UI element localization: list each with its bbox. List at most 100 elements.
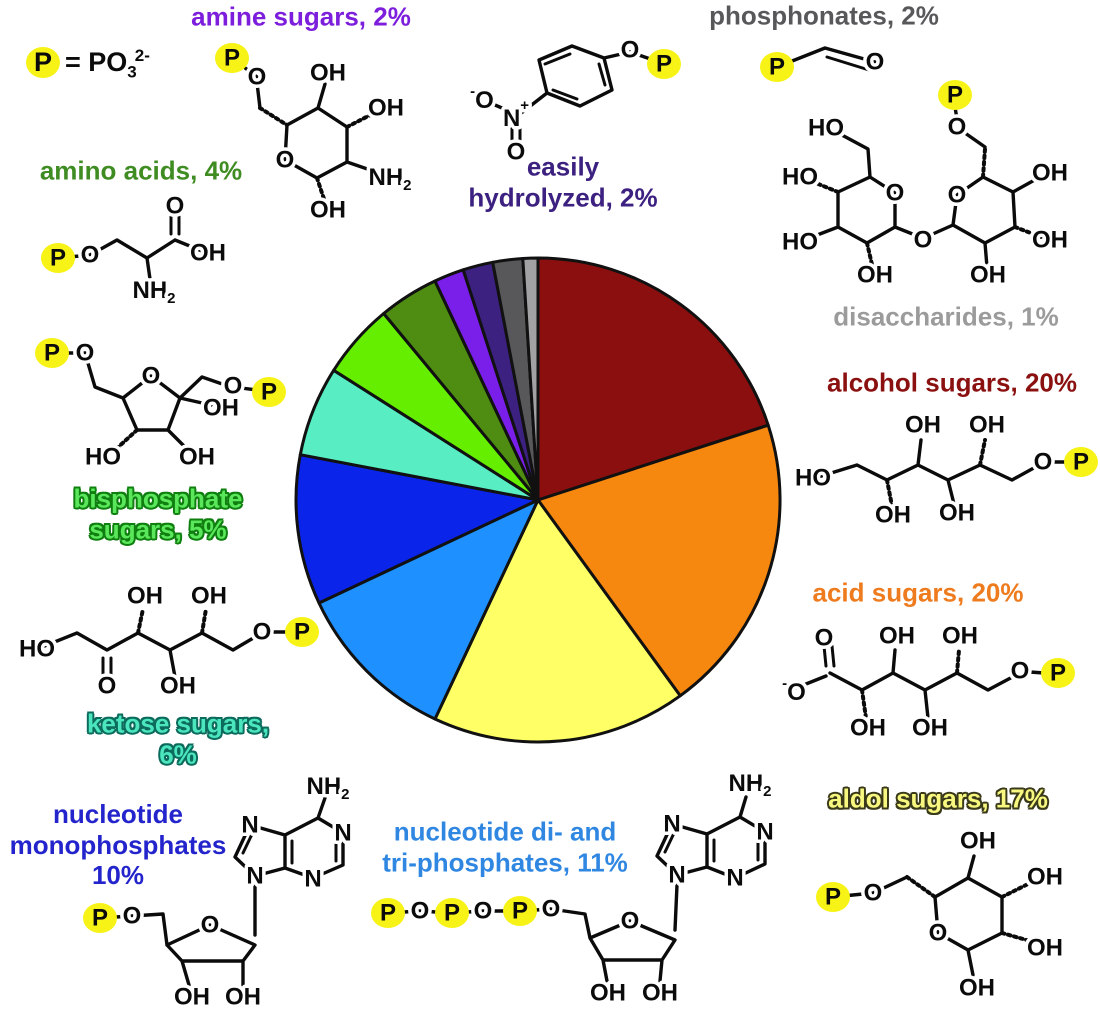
atom-label: O: [98, 673, 117, 700]
atom-label: P: [50, 245, 66, 272]
easily-hydrolyzed-line1: easily: [526, 151, 600, 182]
phosphate-highlight: [1064, 447, 1098, 477]
atom-label: OH: [191, 583, 227, 610]
atom-label: P: [44, 340, 60, 367]
atom-label: NH2: [306, 773, 349, 803]
atom-label: P: [380, 900, 396, 927]
easily-hydrolyzed-label: easily hydrolyzed, 2%: [468, 151, 657, 212]
atom-label: O: [914, 227, 933, 254]
atom-label: O: [815, 625, 834, 652]
atom-label: P: [92, 905, 108, 932]
pie-slice-disaccharides: [521, 256, 540, 502]
mono-line2: monophosphates: [9, 829, 227, 860]
ditri-line1: nucleotide di- and: [393, 816, 617, 847]
atom-label: O: [886, 180, 905, 207]
atom-label: P: [224, 45, 240, 72]
nitrophenyl-phosphate-structure: OP-ON+O: [467, 33, 681, 169]
atom-label: OH: [1027, 935, 1063, 962]
p-symbol-badge: P: [26, 47, 60, 78]
atom-label: O: [276, 147, 295, 174]
atom-label: O: [1011, 658, 1030, 685]
phosphate-highlight: [1041, 658, 1075, 688]
phosphate-highlight: [252, 377, 286, 407]
atom-label: N+: [503, 97, 529, 132]
atom-label: O: [201, 912, 220, 939]
phosphonates-label: phosphonates, 2%: [709, 0, 939, 31]
atom-label: O: [948, 182, 967, 209]
atom-label: O: [507, 139, 526, 166]
atom-label: OH: [1027, 864, 1063, 891]
bisphosphate-line1: bisphosphate: [73, 483, 243, 514]
atom-label: OH: [905, 412, 941, 439]
atom-label: N: [726, 865, 743, 892]
atom-label: OH: [960, 828, 996, 855]
atom-label: OH: [368, 95, 404, 122]
atom-label: HO: [808, 115, 844, 142]
phosphate-highlight: [371, 898, 405, 928]
bisphosphate-line2: sugars, 5%: [89, 514, 227, 544]
atom-label: P: [261, 379, 277, 406]
atom-label: O: [542, 896, 561, 923]
atom-label: P: [947, 82, 963, 109]
atom-label: -O: [470, 83, 494, 114]
atom-label: OH: [203, 395, 239, 422]
atom-label: OH: [642, 980, 678, 1007]
ketose-line2: 6%: [159, 739, 197, 769]
atom-label: OH: [875, 502, 911, 529]
atom-label: N: [241, 812, 258, 839]
atom-label: O: [866, 49, 885, 76]
atom-label: OH: [850, 715, 886, 742]
atom-label: OH: [1032, 227, 1068, 254]
atom-label: N: [668, 862, 685, 889]
phosphate-highlight: [938, 80, 972, 110]
amine-sugars-label: amine sugars, 2%: [191, 1, 411, 32]
atom-label: N: [756, 819, 773, 846]
atom-label: OH: [310, 60, 346, 87]
atom-label: HO: [782, 229, 818, 256]
aldol-sugars-label: aldol sugars, 17%: [828, 783, 1048, 814]
phosphate-highlight: [435, 898, 469, 928]
atom-label: O: [948, 114, 967, 141]
atom-label: OH: [225, 984, 261, 1011]
pie-chart: [294, 256, 782, 744]
atom-label: O: [253, 619, 272, 646]
atom-label: P: [444, 900, 460, 927]
phosphate-highlight: [35, 338, 69, 368]
atom-label: OH: [179, 444, 215, 471]
phosphate-highlight: [215, 43, 249, 73]
phosphate-highlight: [816, 882, 850, 912]
atom-label: O: [166, 193, 185, 220]
ketose-line1: ketose sugars,: [86, 708, 270, 739]
atom-label: P: [1073, 449, 1089, 476]
atom-label: O: [224, 373, 243, 400]
mono-line3: 10%: [91, 860, 145, 891]
atom-label: P: [825, 884, 841, 911]
atom-label: OH: [310, 197, 346, 224]
phosphate-highlight: [760, 52, 794, 82]
pie-slice-aldol-sugars: [433, 498, 682, 744]
atom-label: OH: [1032, 160, 1068, 187]
atom-label: OH: [942, 623, 978, 650]
atom-label: OH: [174, 984, 210, 1011]
atom-label: HO: [19, 636, 55, 663]
atom-label: O: [248, 64, 267, 91]
atom-label: P: [656, 51, 672, 78]
atom-label: NH2: [132, 277, 175, 307]
legend-formula: = PO: [65, 47, 128, 77]
atom-label: OH: [190, 240, 226, 267]
atom-label: O: [142, 363, 161, 390]
atom-label: -O: [782, 675, 806, 706]
atom-label: OH: [969, 412, 1005, 439]
pie-slice-nucleotide-di-and-tri-phosphates: [317, 498, 540, 721]
nucleotide-monophosphates-label: nucleotide monophosphates 10%: [10, 799, 227, 891]
phosphate-highlight: [647, 49, 681, 79]
atom-label: O: [929, 920, 948, 947]
disaccharides-label: disaccharides, 1%: [833, 301, 1059, 332]
pie-slice-acid-sugars: [536, 423, 782, 698]
